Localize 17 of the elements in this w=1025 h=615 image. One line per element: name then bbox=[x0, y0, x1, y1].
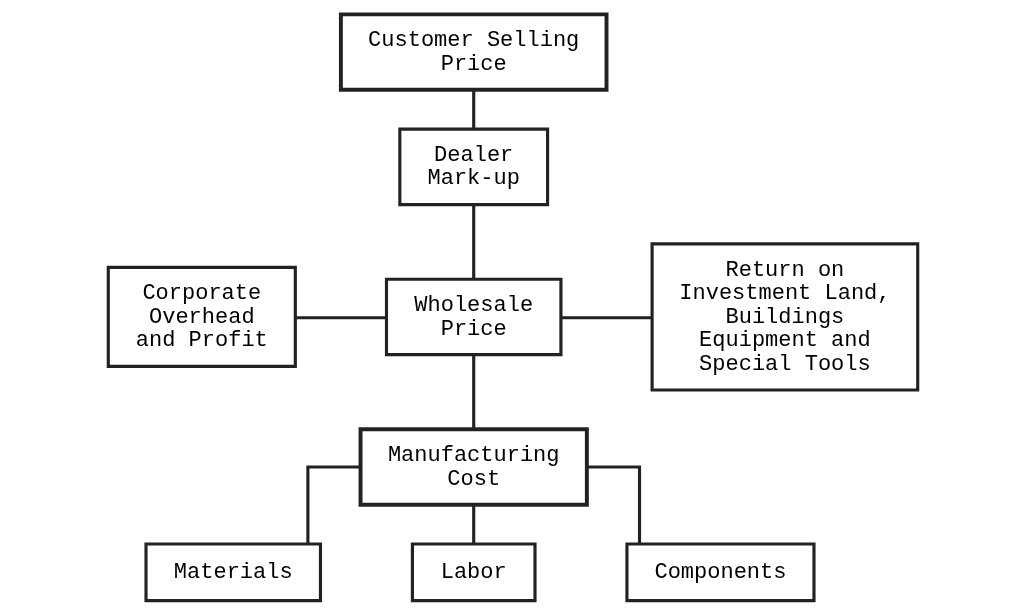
node-box: Components bbox=[624, 542, 816, 603]
connector bbox=[586, 465, 641, 544]
node-box: Dealer Mark-up bbox=[397, 127, 549, 207]
node-box: Labor bbox=[410, 542, 537, 603]
node-box: Wholesale Price bbox=[384, 277, 562, 357]
connector bbox=[560, 316, 652, 320]
connector bbox=[305, 465, 360, 544]
connector bbox=[471, 204, 475, 280]
node-box: Customer Selling Price bbox=[338, 12, 608, 92]
node-box: Return on Investment Land, Buildings Equipment and Special Tools bbox=[650, 242, 919, 392]
connector bbox=[471, 354, 475, 430]
node-box: Manufacturing Cost bbox=[358, 427, 589, 507]
node-box: Materials bbox=[143, 542, 322, 603]
node-box: Corporate Overhead and Profit bbox=[106, 265, 297, 368]
connector bbox=[471, 90, 475, 129]
connector bbox=[471, 505, 475, 544]
connector bbox=[294, 316, 386, 320]
